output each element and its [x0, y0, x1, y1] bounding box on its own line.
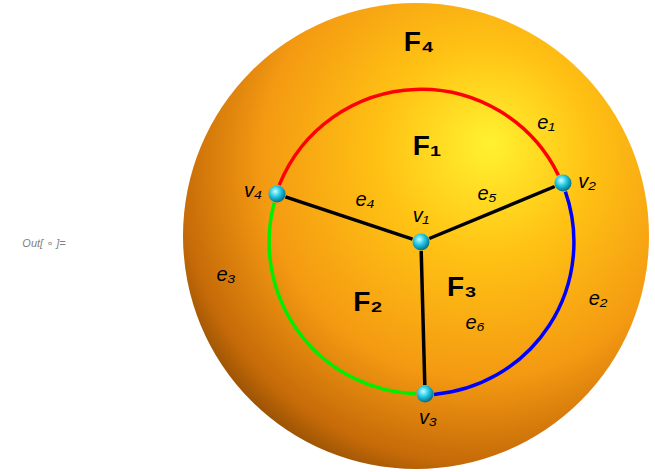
- vertex: v₄: [268, 185, 286, 203]
- graph-edge: [279, 89, 558, 185]
- face-label: F₂: [353, 288, 383, 316]
- vertex-dot: [554, 174, 572, 192]
- edge-label: e₆: [465, 312, 484, 332]
- graph-edge: [434, 192, 574, 395]
- edge-label: e₄: [355, 189, 374, 209]
- vertex-dot: [412, 233, 430, 251]
- vertex: v₂: [554, 174, 572, 192]
- face-label: F₄: [404, 28, 434, 56]
- vertex-label: v₃: [419, 407, 437, 427]
- face-label: F₃: [447, 273, 477, 301]
- graph-edge: [421, 251, 425, 385]
- face-label: F₁: [413, 132, 442, 160]
- vertex: v₃: [416, 385, 434, 403]
- vertex-dot: [416, 385, 434, 403]
- edge-label: e₃: [216, 264, 235, 284]
- graph-edge: [286, 197, 413, 239]
- vertex-dot: [268, 185, 286, 203]
- vertex-label: v₂: [578, 171, 596, 191]
- edge-label: e₅: [477, 183, 496, 203]
- edge-label: e₂: [589, 288, 608, 308]
- edge-label: e₁: [537, 112, 554, 132]
- vertex-label: v₁: [413, 205, 429, 225]
- vertex-label: v₄: [244, 180, 262, 200]
- vertex: v₁: [412, 233, 430, 251]
- output-prompt: Out[ ∘ ]=: [22, 238, 65, 249]
- sphere-surface: [183, 3, 649, 469]
